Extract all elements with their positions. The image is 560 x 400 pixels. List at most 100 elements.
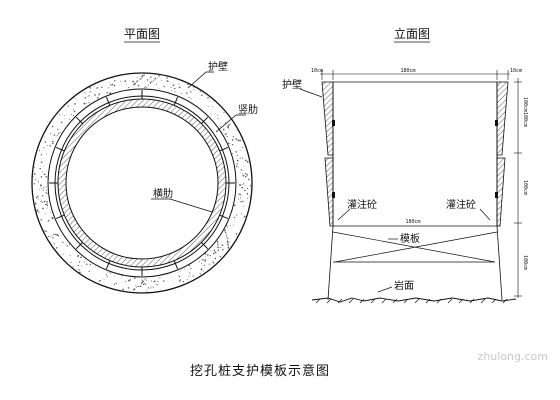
speckle-dot xyxy=(217,249,219,252)
speckle-dot xyxy=(50,132,52,134)
speckle-dot xyxy=(149,82,151,84)
figure-caption: 挖孔桩支护模板示意图 xyxy=(190,363,330,379)
speckle-dot xyxy=(147,287,150,289)
speckle-dot xyxy=(152,81,154,83)
speckle-dot xyxy=(246,162,248,163)
speckle-dot xyxy=(214,251,217,254)
rock-surface-line xyxy=(311,297,517,303)
speckle-dot xyxy=(204,260,207,262)
speckle-dot xyxy=(40,176,43,178)
vertical-rib-tick xyxy=(219,214,229,220)
speckle-dot xyxy=(40,161,43,164)
left-wall-segment-2 xyxy=(324,157,334,227)
speckle-dot xyxy=(97,97,99,99)
speckle-dot xyxy=(121,275,123,277)
speckle-dot xyxy=(225,231,227,234)
plan-view: 平面图 护壁 竖肋 横肋 xyxy=(31,27,258,294)
speckle-dot xyxy=(46,192,48,194)
speckle-dot xyxy=(207,254,209,256)
speckle-dot xyxy=(56,135,58,137)
speckle-dot xyxy=(46,153,48,155)
speckle-dot xyxy=(235,233,238,235)
speckle-dot xyxy=(52,237,54,239)
vertical-rib-tick xyxy=(75,116,83,124)
speckle-dot xyxy=(67,105,69,107)
speckle-dot xyxy=(201,258,203,260)
rock-mark xyxy=(447,298,453,304)
speckle-dot xyxy=(239,193,241,196)
speckle-dot xyxy=(210,112,212,114)
speckle-dot xyxy=(68,243,70,245)
speckle-dot xyxy=(94,95,96,97)
speckle-dot xyxy=(51,140,53,142)
formwork-right-side xyxy=(496,225,503,301)
rock-mark xyxy=(458,298,464,304)
speckle-dot xyxy=(144,87,146,89)
speckle-dot xyxy=(83,102,86,105)
speckle-dot xyxy=(205,256,206,258)
speckle-dot xyxy=(111,83,114,86)
speckle-dot xyxy=(236,159,239,162)
speckle-dot xyxy=(45,213,47,215)
speckle-dot xyxy=(220,246,222,248)
speckle-dot xyxy=(201,268,203,270)
speckle-dot xyxy=(243,182,245,184)
speckle-dot xyxy=(240,194,242,196)
speckle-dot xyxy=(188,264,191,267)
speckle-dot xyxy=(170,86,172,89)
speckle-dot xyxy=(220,122,221,124)
speckle-dot xyxy=(217,244,219,246)
speckle-dot xyxy=(225,233,227,234)
speckle-dot xyxy=(142,280,145,283)
horizontal-rib-ring xyxy=(57,98,227,268)
speckle-dot xyxy=(137,84,140,87)
speckle-dot xyxy=(50,212,51,213)
speckle-dot xyxy=(190,268,192,270)
speckle-dot xyxy=(217,118,219,120)
speckle-dot xyxy=(108,87,110,89)
speckle-dot xyxy=(229,123,231,125)
speckle-dot xyxy=(77,264,79,267)
speckle-dot xyxy=(43,147,45,149)
speckle-dot xyxy=(52,140,54,143)
speckle-dot xyxy=(219,256,221,258)
speckle-dot xyxy=(64,115,66,116)
speckle-dot xyxy=(34,166,35,168)
speckle-dot xyxy=(226,241,229,243)
speckle-dot xyxy=(141,279,143,281)
rock-mark xyxy=(315,298,321,304)
speckle-dot xyxy=(222,128,225,131)
speckle-dot xyxy=(242,183,244,186)
rock-leader xyxy=(377,286,393,293)
speckle-dot xyxy=(46,176,48,178)
dim-right-3: 100cm xyxy=(522,180,528,195)
speckle-dot xyxy=(53,243,55,245)
speckle-dot xyxy=(35,179,37,181)
speckle-dot xyxy=(236,214,238,216)
speckle-dot xyxy=(72,114,75,116)
speckle-dot xyxy=(42,207,44,210)
speckle-dot xyxy=(242,201,244,202)
speckle-dot xyxy=(231,139,234,141)
speckle-dot xyxy=(248,178,250,181)
speckle-dot xyxy=(166,80,169,82)
speckle-dot xyxy=(77,255,79,257)
speckle-dot xyxy=(114,276,115,278)
elevation-view-title: 立面图 xyxy=(394,26,430,41)
vertical-rib-tick xyxy=(105,260,111,270)
speckle-dot xyxy=(181,93,182,95)
speckle-dot xyxy=(120,80,122,82)
speckle-dot xyxy=(141,283,143,285)
speckle-dot xyxy=(85,93,87,95)
speckle-dot xyxy=(228,241,230,243)
speckle-dot xyxy=(236,139,238,141)
speckle-dot xyxy=(98,93,100,95)
vertical-rib-tick xyxy=(201,116,209,124)
speckle-dot xyxy=(56,234,59,236)
speckle-dot xyxy=(213,250,216,252)
rock-mark xyxy=(436,298,442,304)
speckle-dot xyxy=(37,208,39,210)
speckle-dot xyxy=(239,157,241,159)
speckle-dot xyxy=(178,275,179,276)
speckle-dot xyxy=(46,200,48,203)
